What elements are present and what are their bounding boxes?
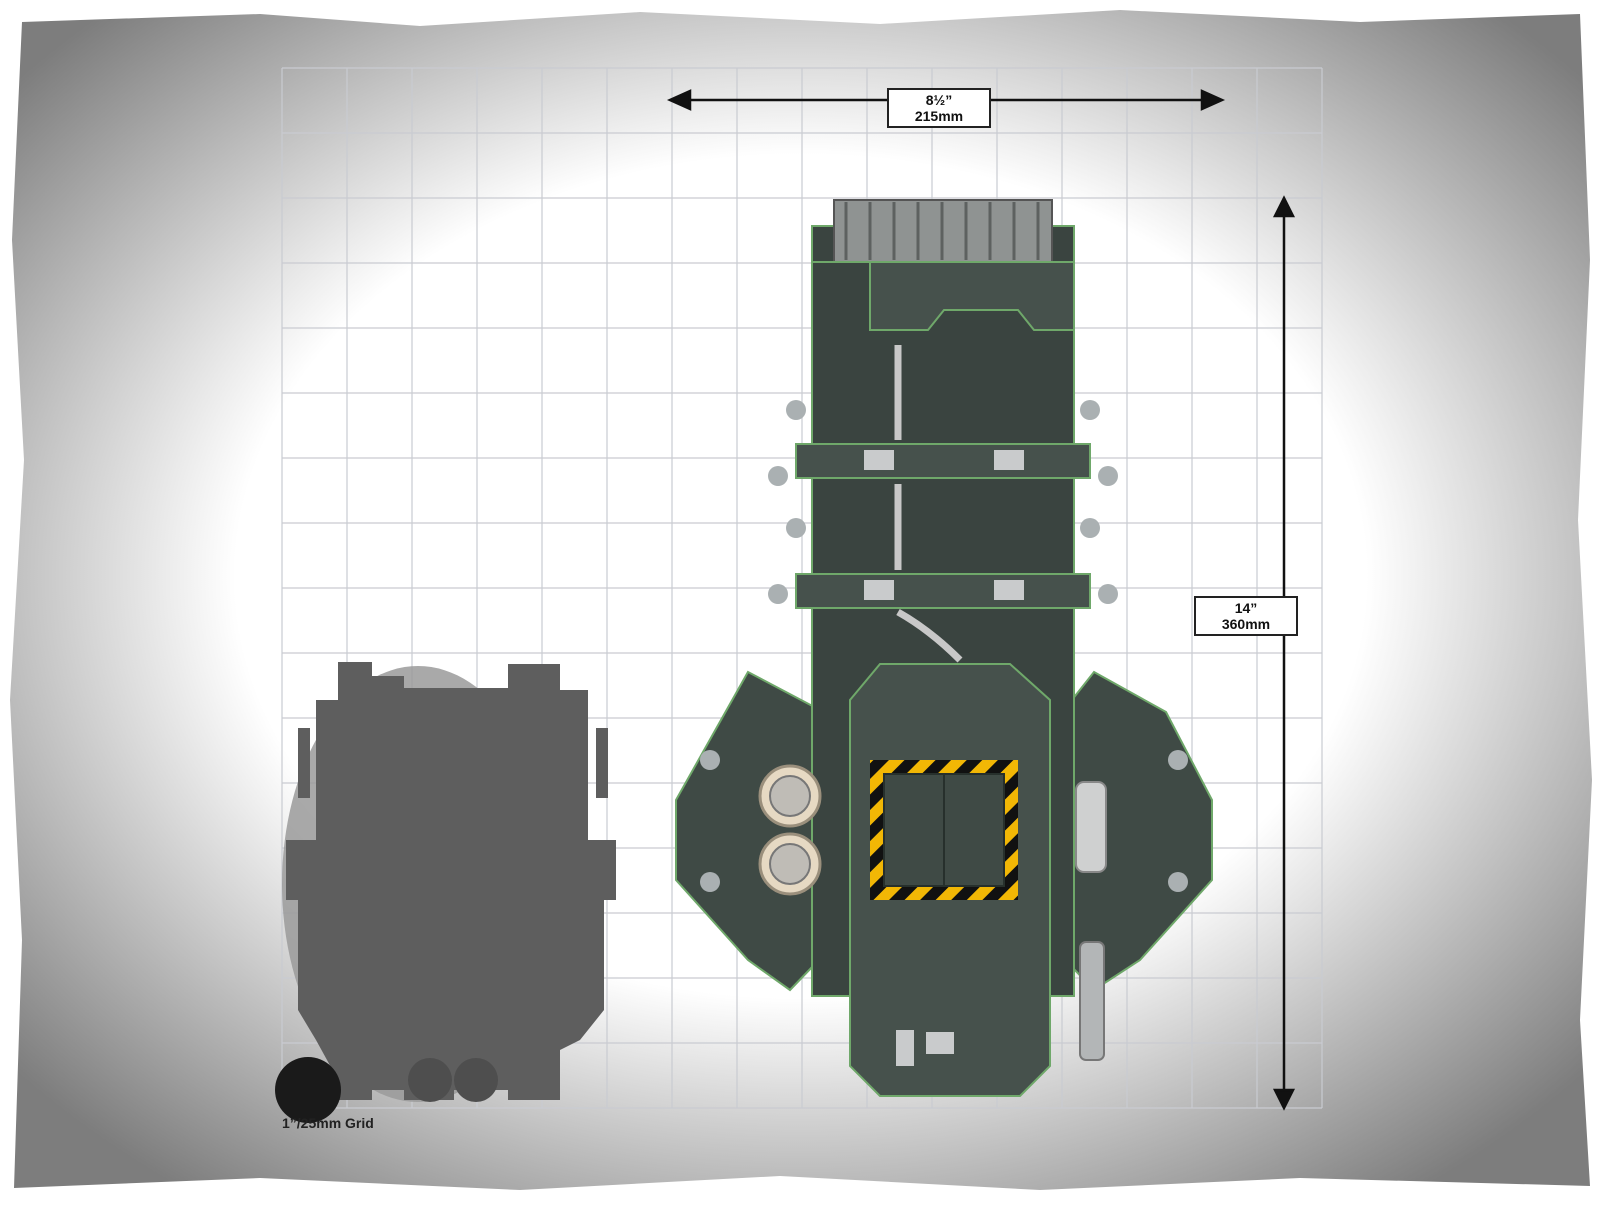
grid-caption: 1”/25mm Grid — [282, 1115, 374, 1131]
middle-band — [795, 573, 1091, 609]
height-dimension-label: 14” 360mm — [1194, 596, 1298, 636]
up-arrow-icon — [1272, 195, 1296, 218]
width-dimension-label: 8½” 215mm — [887, 88, 991, 128]
width-metric: 215mm — [914, 108, 964, 124]
left-arrow-icon — [666, 89, 692, 111]
height-imperial: 14” — [1234, 600, 1258, 616]
width-imperial: 8½” — [925, 92, 953, 108]
right-arrow-icon — [1200, 89, 1226, 111]
base-size-marker — [275, 1057, 341, 1123]
terrain-model — [675, 199, 1213, 1097]
height-dimension-line — [1272, 195, 1296, 1111]
fan-icon — [758, 764, 822, 828]
upper-band — [795, 443, 1091, 479]
down-arrow-icon — [1272, 1088, 1296, 1111]
height-metric: 360mm — [1221, 616, 1271, 632]
comparison-silhouette — [282, 662, 616, 1102]
fan-icon — [758, 832, 822, 896]
